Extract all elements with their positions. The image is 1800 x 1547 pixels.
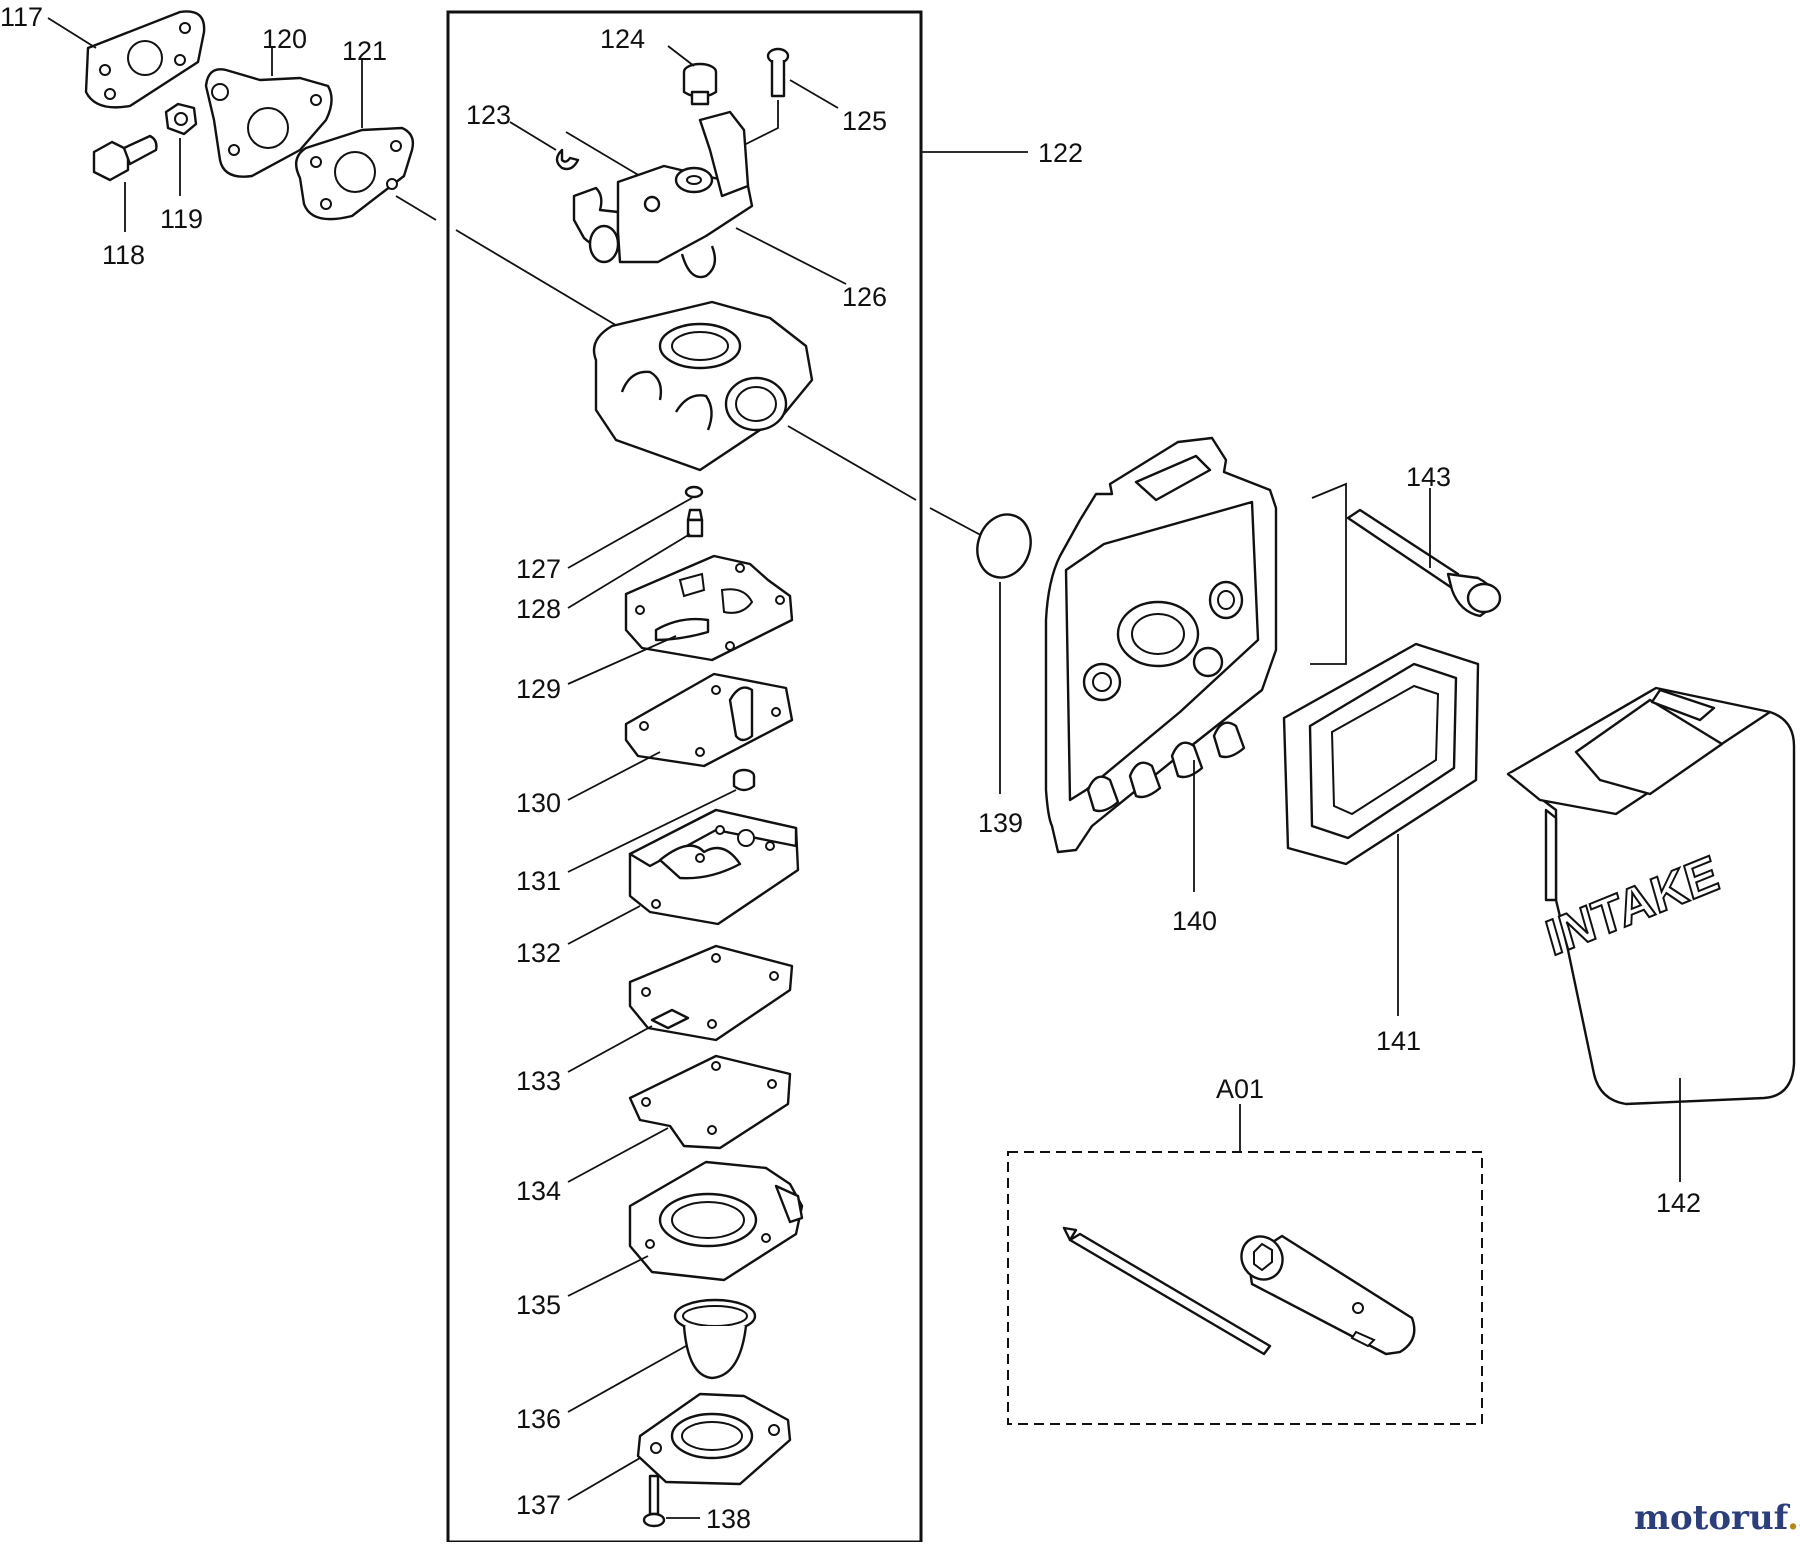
watermark-dot: . <box>1787 1498 1799 1538</box>
part-120-insulator <box>204 68 333 178</box>
part-a01-rod-tool <box>1062 1226 1272 1356</box>
leader-136 <box>567 1345 687 1413</box>
label-139: 139 <box>978 808 1023 838</box>
part-142-intake-cover: INTAKE <box>1506 686 1796 1106</box>
label-141: 141 <box>1376 1026 1421 1056</box>
leader-131 <box>567 789 737 873</box>
part-121-gasket <box>294 126 415 221</box>
label-138: 138 <box>706 1504 751 1534</box>
label-125: 125 <box>842 106 887 136</box>
leader-134 <box>567 1127 669 1183</box>
label-137: 137 <box>516 1490 561 1520</box>
label-135: 135 <box>516 1290 561 1320</box>
part-135-pump-cover <box>628 1160 804 1282</box>
part-119-nut <box>164 102 198 136</box>
label-118: 118 <box>102 240 145 270</box>
part-133-pump-gasket <box>628 944 794 1042</box>
label-129: 129 <box>516 674 561 704</box>
label-130: 130 <box>516 788 561 818</box>
part-138-screw <box>642 1474 666 1528</box>
label-117: 117 <box>0 2 43 32</box>
part-130-diaphragm <box>624 672 794 768</box>
part-139-o-ring <box>976 513 1032 579</box>
leader-117 <box>47 17 97 49</box>
label-133: 133 <box>516 1066 561 1096</box>
part-a01-plug-wrench <box>1240 1234 1416 1356</box>
leader-121-axis-b <box>455 229 625 331</box>
label-127: 127 <box>516 554 561 584</box>
label-131: 131 <box>516 866 561 896</box>
leader-125 <box>789 79 839 109</box>
part-126-throttle-assembly <box>572 110 754 279</box>
leader-123 <box>509 121 557 151</box>
part-117-gasket <box>84 10 206 109</box>
part-128-needle <box>686 508 704 538</box>
label-124: 124 <box>600 24 645 54</box>
part-127-small-o-ring <box>684 485 704 499</box>
leader-143-axis <box>1310 482 1347 665</box>
leader-129 <box>567 635 677 685</box>
leader-125-axis <box>741 100 779 147</box>
label-a01: A01 <box>1216 1074 1264 1104</box>
label-120: 120 <box>262 24 307 54</box>
part-131-screen <box>732 768 756 792</box>
leader-130 <box>567 751 661 801</box>
label-126: 126 <box>842 282 887 312</box>
label-136: 136 <box>516 1404 561 1434</box>
part-140-air-cleaner-base <box>1044 436 1278 854</box>
label-121: 121 <box>342 36 387 66</box>
tool-kit-box <box>1007 1151 1483 1425</box>
leader-132 <box>567 905 641 945</box>
part-134-pump-diaphragm <box>628 1054 792 1150</box>
leader-137 <box>567 1457 641 1501</box>
leader-body-axis-a <box>787 425 917 501</box>
leader-135 <box>567 1255 649 1297</box>
part-125-screw <box>766 47 790 98</box>
label-140: 140 <box>1172 906 1217 936</box>
label-143: 143 <box>1406 462 1451 492</box>
label-142: 142 <box>1656 1188 1701 1218</box>
part-137-bulb-retainer <box>636 1392 792 1486</box>
part-118-bolt <box>92 134 158 182</box>
leader-121-axis-a <box>395 195 437 221</box>
part-123-clip <box>555 148 580 171</box>
part-136-primer-bulb <box>673 1298 757 1380</box>
part-141-air-filter <box>1282 642 1480 866</box>
part-143-long-bolt <box>1346 508 1502 618</box>
watermark-name: motoruf <box>1634 1498 1788 1538</box>
leader-127 <box>567 497 693 569</box>
label-134: 134 <box>516 1176 561 1206</box>
leader-124 <box>667 45 695 67</box>
part-124-screw <box>682 62 718 106</box>
label-123: 123 <box>466 100 511 130</box>
part-carburetor-body <box>592 300 814 472</box>
watermark: motoruf.de <box>1634 1498 1800 1538</box>
label-128: 128 <box>516 594 561 624</box>
watermark-tld: de <box>1799 1517 1800 1533</box>
leader-133 <box>567 1025 653 1073</box>
part-132-pump-body <box>628 808 800 926</box>
leader-128 <box>567 533 691 609</box>
leader-126 <box>735 227 847 285</box>
label-122: 122 <box>1038 138 1083 168</box>
label-132: 132 <box>516 938 561 968</box>
leader-123-axis <box>565 131 641 177</box>
label-119: 119 <box>160 204 203 234</box>
part-129-metering-plate <box>624 554 794 662</box>
